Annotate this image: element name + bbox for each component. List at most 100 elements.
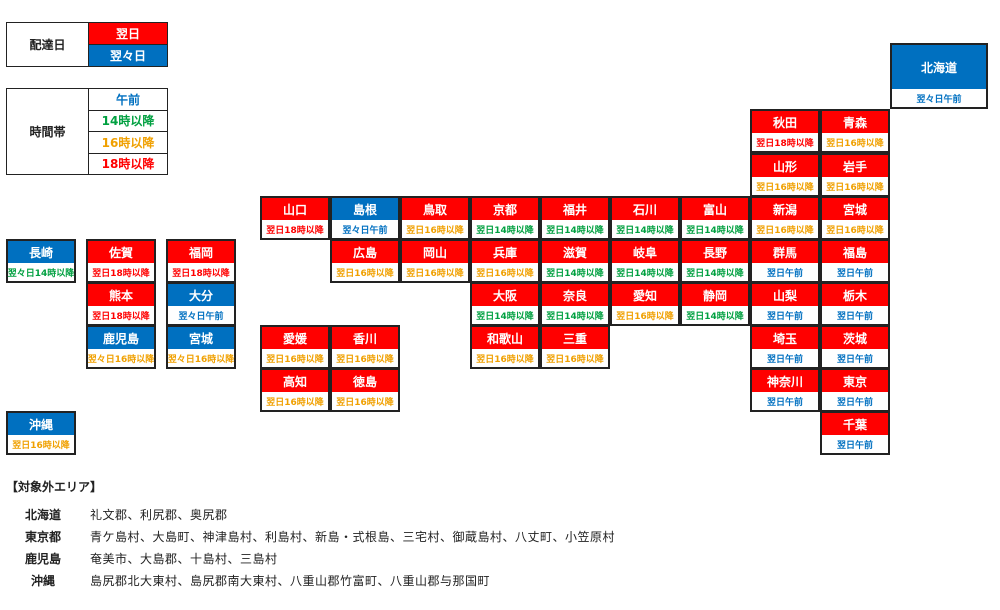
prefecture-cell-wakayama: 和歌山翌日16時以降: [470, 325, 540, 369]
delivery-time: 翌日14時以降: [616, 268, 674, 279]
prefecture-name: 京都: [472, 198, 538, 220]
prefecture-name: 宮城: [822, 198, 888, 220]
delivery-time: 翌日16時以降: [336, 268, 394, 279]
delivery-time: 翌日16時以降: [406, 225, 464, 236]
legend-time-label: 時間帯: [7, 89, 89, 174]
prefecture-cell-shizuoka: 静岡翌日14時以降: [680, 282, 750, 326]
prefecture-cell-fukui: 福井翌日14時以降: [540, 196, 610, 240]
delivery-time: 翌日18時以降: [92, 268, 150, 279]
delivery-time: 翌日18時以降: [172, 268, 230, 279]
delivery-time: 翌日14時以降: [686, 311, 744, 322]
prefecture-name: 大阪: [472, 284, 538, 306]
prefecture-cell-okayama: 岡山翌日16時以降: [400, 239, 470, 283]
excluded-areas: 【対象外エリア】 北海道 礼文郡、利尻郡、奥尻郡 東京都 青ケ島村、大島町、神津…: [6, 478, 766, 591]
excluded-pref: 鹿児島: [24, 551, 61, 566]
legend-time-slot: 時間帯 午前 14時以降 16時以降 18時以降: [6, 88, 168, 175]
prefecture-cell-tochigi: 栃木翌日午前: [820, 282, 890, 326]
delivery-time: 翌日午前: [836, 354, 873, 365]
prefecture-name: 鳥取: [402, 198, 468, 220]
prefecture-cell-fukuoka: 福岡翌日18時以降: [166, 239, 236, 283]
excluded-pref: 北海道: [24, 507, 61, 522]
delivery-time: 翌日16時以降: [336, 397, 394, 408]
prefecture-name: 北海道: [892, 45, 986, 89]
prefecture-cell-aichi: 愛知翌日16時以降: [610, 282, 680, 326]
prefecture-cell-okinawa: 沖縄翌日16時以降: [6, 411, 76, 455]
prefecture-name: 愛知: [612, 284, 678, 306]
delivery-time: 翌日午前: [836, 311, 873, 322]
excluded-row: 北海道 礼文郡、利尻郡、奥尻郡: [6, 503, 766, 525]
prefecture-name: 島根: [332, 198, 398, 220]
prefecture-cell-shimane: 島根翌々日午前: [330, 196, 400, 240]
prefecture-cell-oita: 大分翌々日午前: [166, 282, 236, 326]
delivery-time: 翌日14時以降: [616, 225, 674, 236]
prefecture-name: 富山: [682, 198, 748, 220]
prefecture-name: 熊本: [88, 284, 154, 306]
excluded-list: 島尻郡北大東村、島尻郡南大東村、八重山郡竹富町、八重山郡与那国町: [90, 573, 491, 588]
delivery-time: 翌々日午前: [178, 311, 224, 322]
delivery-time: 翌々日午前: [342, 225, 388, 236]
prefecture-cell-tokyo: 東京翌日午前: [820, 368, 890, 412]
prefecture-cell-ibaraki: 茨城翌日午前: [820, 325, 890, 369]
prefecture-name: 兵庫: [472, 241, 538, 263]
prefecture-name: 山形: [752, 155, 818, 177]
excluded-list: 奄美市、大島郡、十島村、三島村: [90, 551, 278, 566]
delivery-time: 翌日16時以降: [546, 354, 604, 365]
prefecture-name: 石川: [612, 198, 678, 220]
delivery-time: 翌日16時以降: [266, 397, 324, 408]
delivery-time: 翌日16時以降: [826, 138, 884, 149]
prefecture-name: 埼玉: [752, 327, 818, 349]
excluded-row: 沖縄 島尻郡北大東村、島尻郡南大東村、八重山郡竹富町、八重山郡与那国町: [6, 569, 766, 591]
prefecture-cell-kyoto: 京都翌日14時以降: [470, 196, 540, 240]
excluded-row: 鹿児島 奄美市、大島郡、十島村、三島村: [6, 547, 766, 569]
prefecture-cell-gifu: 岐阜翌日14時以降: [610, 239, 680, 283]
prefecture-cell-fukushima: 福島翌日午前: [820, 239, 890, 283]
prefecture-cell-ehime: 愛媛翌日16時以降: [260, 325, 330, 369]
delivery-time: 翌日16時以降: [616, 311, 674, 322]
prefecture-cell-hyogo: 兵庫翌日16時以降: [470, 239, 540, 283]
delivery-time: 翌日午前: [836, 397, 873, 408]
prefecture-name: 千葉: [822, 413, 888, 435]
prefecture-cell-osaka: 大阪翌日14時以降: [470, 282, 540, 326]
legend-delivery-label: 配達日: [7, 23, 89, 66]
prefecture-name: 新潟: [752, 198, 818, 220]
prefecture-cell-iwate: 岩手翌日16時以降: [820, 153, 890, 197]
delivery-time: 翌日18時以降: [756, 138, 814, 149]
prefecture-cell-shiga: 滋賀翌日14時以降: [540, 239, 610, 283]
delivery-time: 翌日午前: [836, 440, 873, 451]
excluded-list: 礼文郡、利尻郡、奥尻郡: [90, 507, 228, 522]
delivery-time: 翌日14時以降: [476, 311, 534, 322]
prefecture-cell-miyazaki: 宮城翌々日16時以降: [166, 325, 236, 369]
prefecture-cell-aomori: 青森翌日16時以降: [820, 109, 890, 153]
prefecture-name: 秋田: [752, 111, 818, 133]
prefecture-cell-toyama: 富山翌日14時以降: [680, 196, 750, 240]
delivery-time: 翌日16時以降: [336, 354, 394, 365]
excluded-list: 青ケ島村、大島町、神津島村、利島村、新島・式根島、三宅村、御蔵島村、八丈町、小笠…: [90, 529, 616, 544]
prefecture-cell-ishikawa: 石川翌日14時以降: [610, 196, 680, 240]
delivery-time: 翌日16時以降: [476, 354, 534, 365]
prefecture-name: 三重: [542, 327, 608, 349]
prefecture-cell-kochi: 高知翌日16時以降: [260, 368, 330, 412]
prefecture-name: 和歌山: [472, 327, 538, 349]
delivery-time: 翌日14時以降: [546, 268, 604, 279]
prefecture-name: 山口: [262, 198, 328, 220]
prefecture-name: 神奈川: [752, 370, 818, 392]
prefecture-cell-yamaguchi: 山口翌日18時以降: [260, 196, 330, 240]
delivery-time: 翌日午前: [766, 311, 803, 322]
delivery-time: 翌日14時以降: [686, 268, 744, 279]
prefecture-cell-yamagata: 山形翌日16時以降: [750, 153, 820, 197]
prefecture-cell-kanagawa: 神奈川翌日午前: [750, 368, 820, 412]
prefecture-cell-nagano: 長野翌日14時以降: [680, 239, 750, 283]
prefecture-name: 福岡: [168, 241, 234, 263]
prefecture-name: 愛媛: [262, 327, 328, 349]
prefecture-cell-saitama: 埼玉翌日午前: [750, 325, 820, 369]
prefecture-name: 福島: [822, 241, 888, 263]
delivery-time: 翌々日16時以降: [167, 354, 235, 365]
legend-next-day: 翌日: [89, 23, 167, 45]
delivery-time: 翌日午前: [766, 354, 803, 365]
prefecture-cell-nagasaki: 長崎翌々日14時以降: [6, 239, 76, 283]
delivery-time: 翌日18時以降: [92, 311, 150, 322]
prefecture-name: 岩手: [822, 155, 888, 177]
prefecture-name: 滋賀: [542, 241, 608, 263]
prefecture-name: 宮城: [168, 327, 234, 349]
delivery-time: 翌日16時以降: [12, 440, 70, 451]
